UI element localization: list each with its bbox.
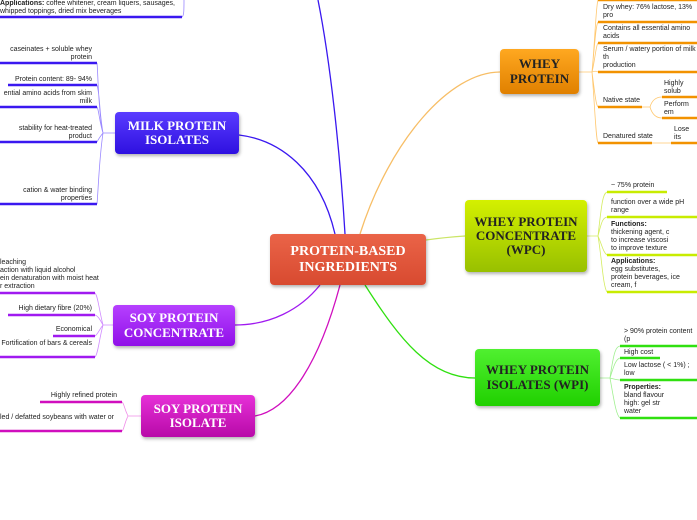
leaf[interactable]: ential amino acids from skim milk	[3, 90, 92, 105]
leaf[interactable]: High dietary fibre (20%)	[18, 305, 92, 312]
line: protein beverages, ice cream, f	[611, 274, 680, 289]
topic-label: SOY PROTEIN ISOLATE	[153, 400, 243, 430]
label: Applications:	[0, 0, 45, 7]
label: Functions:	[611, 221, 647, 228]
leaf[interactable]: Lose its	[674, 126, 690, 141]
leaf[interactable]: Perform em	[664, 101, 689, 116]
leaf[interactable]: Contains all essential amino acids	[603, 25, 691, 40]
leaf[interactable]: Highly solub	[664, 80, 684, 95]
topic-soy-protein-concentrate[interactable]: SOY PROTEIN CONCENTRATE	[113, 305, 235, 346]
leaf[interactable]: Highly refined protein	[50, 392, 117, 399]
leaf-applications[interactable]: Applications:egg substitutes,protein bev…	[611, 258, 697, 290]
line: bland flavour	[624, 392, 665, 399]
line: Serum / watery portion of milk th	[603, 46, 696, 61]
topic-label: WHEY PROTEIN CONCENTRATE (WPC)	[474, 213, 578, 258]
line: ein denaturation with moist heat	[0, 275, 99, 282]
leaf[interactable]: led / defatted soybeans with water or	[0, 414, 115, 421]
line: to improve texture	[611, 245, 668, 252]
leaf[interactable]: caseinates + soluble whey protein	[10, 46, 92, 61]
line: r extraction	[0, 283, 35, 290]
leaf[interactable]: > 90% protein content (p	[624, 328, 693, 343]
line: egg substitutes,	[611, 266, 661, 273]
label: Properties:	[624, 384, 661, 391]
leaf-denatured-state[interactable]: Denatured state	[603, 133, 653, 140]
topic-whey-protein[interactable]: WHEY PROTEIN	[500, 49, 579, 94]
topic-wpc[interactable]: WHEY PROTEIN CONCENTRATE (WPC)	[465, 200, 587, 272]
leaf[interactable]: function over a wide pH range	[611, 199, 685, 214]
leaf[interactable]: ~ 75% protein	[611, 182, 655, 189]
leaf[interactable]: Dry whey: 76% lactose, 13% pro	[603, 4, 693, 19]
line: leaching	[0, 259, 27, 266]
leaf[interactable]: stability for heat-treated product	[18, 125, 92, 140]
topic-milk-protein-isolates[interactable]: MILK PROTEIN ISOLATES	[115, 112, 239, 154]
topic-label: MILK PROTEIN ISOLATES	[127, 117, 227, 147]
text: coffee whitener, cream liquers, sausages…	[46, 0, 175, 7]
line: action with liquid alcohol	[0, 267, 76, 274]
milk-applications[interactable]: Applications: coffee whitener, cream liq…	[0, 0, 182, 16]
leaf[interactable]: Low lactose ( < 1%) ; low	[624, 362, 690, 377]
label: Applications:	[611, 258, 656, 265]
line: production	[603, 62, 636, 69]
line: thickening agent, c	[611, 229, 670, 236]
text: whipped toppings, dried mix beverages	[0, 8, 122, 15]
central-label: PROTEIN-BASED INGREDIENTS	[290, 244, 406, 275]
topic-label: WHEY PROTEIN ISOLATES (WPI)	[485, 362, 590, 392]
leaf[interactable]: Fortification of bars & cereals	[1, 340, 92, 347]
leaf-native-state[interactable]: Native state	[603, 97, 640, 104]
topic-wpi[interactable]: WHEY PROTEIN ISOLATES (WPI)	[475, 349, 600, 406]
leaf[interactable]: Protein content: 89- 94%	[14, 76, 92, 83]
topic-label: WHEY PROTEIN	[509, 56, 570, 86]
line: water	[624, 408, 642, 415]
leaf[interactable]: High cost	[624, 349, 654, 356]
central-node[interactable]: PROTEIN-BASED INGREDIENTS	[270, 234, 426, 285]
topic-label: SOY PROTEIN CONCENTRATE	[123, 310, 225, 340]
line: to increase viscosi	[611, 237, 669, 244]
line: high: gel str	[624, 400, 661, 407]
leaf[interactable]: Economical	[55, 326, 92, 333]
topic-soy-protein-isolate[interactable]: SOY PROTEIN ISOLATE	[141, 395, 255, 437]
leaf[interactable]: cation & water binding properties	[23, 187, 92, 202]
